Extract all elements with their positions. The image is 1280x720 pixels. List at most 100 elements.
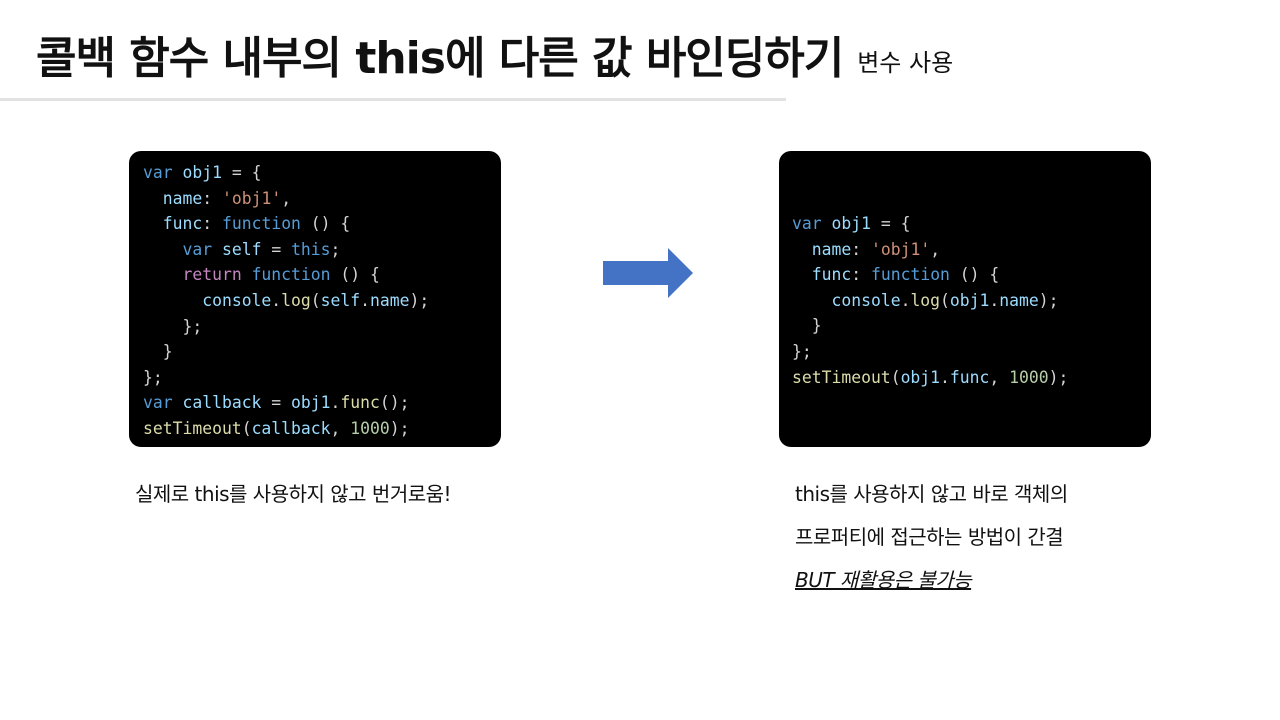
code-line: console.log(self.name); — [143, 291, 429, 310]
slide-title: 콜백 함수 내부의 this에 다른 값 바인딩하기 변수 사용 — [36, 22, 953, 86]
code-token: name — [162, 188, 203, 208]
code-line: } — [143, 342, 173, 361]
code-token: function — [221, 214, 301, 234]
code-token: function — [251, 265, 331, 285]
code-token: = { — [221, 163, 262, 182]
code-token: ); — [389, 418, 410, 438]
code-token: log — [281, 290, 311, 310]
code-token: obj1 — [182, 163, 222, 182]
code-token: . — [271, 290, 282, 310]
title-underline — [0, 98, 786, 101]
code-token — [792, 240, 812, 259]
code-token: self — [221, 239, 262, 259]
code-token: () { — [300, 214, 351, 234]
right-arrow-icon — [603, 248, 693, 298]
code-token: : — [851, 239, 871, 259]
code-token: self — [320, 290, 361, 310]
code-token: setTimeout — [792, 367, 891, 387]
code-token: return — [182, 265, 252, 285]
code-token: = — [261, 393, 292, 413]
code-line: name: 'obj1', — [792, 240, 940, 259]
code-token: }; — [792, 341, 812, 361]
code-line: var obj1 = { — [792, 214, 910, 233]
code-token: var — [143, 163, 183, 182]
code-token: func — [162, 214, 203, 234]
code-line: console.log(obj1.name); — [792, 290, 1058, 310]
code-token: ); — [1048, 367, 1069, 387]
code-line: return function () { — [143, 265, 380, 285]
right-caption-line-2: 프로퍼티에 접근하는 방법이 간결 — [795, 525, 1064, 549]
code-token: . — [940, 367, 950, 387]
code-token: var — [792, 214, 832, 233]
code-token: } — [792, 316, 822, 336]
code-line: setTimeout(callback, 1000); — [143, 419, 410, 438]
code-token: : — [851, 265, 871, 285]
code-token: obj1 — [291, 393, 331, 413]
code-token: , — [281, 188, 292, 208]
code-token — [143, 240, 182, 259]
code-line: }; — [143, 368, 163, 387]
code-token: callback — [251, 418, 331, 438]
title-subtitle: 변수 사용 — [857, 49, 954, 77]
code-token — [143, 291, 202, 310]
right-caption-emphasis: BUT 재활용은 불가능 — [795, 568, 972, 592]
code-block-self-variable: var obj1 = { name: 'obj1', func: functio… — [129, 151, 501, 447]
code-token: (); — [379, 393, 410, 413]
code-token: ( — [940, 290, 950, 310]
code-token — [143, 189, 163, 208]
code-token: 1000 — [1009, 367, 1049, 387]
code-token: this — [291, 239, 331, 259]
code-token — [792, 291, 831, 310]
code-line: func: function () { — [143, 214, 351, 234]
code-token: obj1 — [831, 214, 871, 233]
code-token: 'obj1' — [870, 239, 931, 259]
code-token: name — [370, 290, 410, 310]
code-line: }; — [792, 342, 812, 361]
code-token: : — [202, 214, 222, 234]
code-token — [792, 265, 812, 284]
code-token: name — [811, 239, 852, 259]
code-token: function — [870, 265, 950, 285]
code-token: () { — [949, 265, 1000, 285]
code-token: . — [900, 290, 911, 310]
code-token: , — [330, 418, 351, 438]
code-token: console — [202, 290, 272, 310]
code-block-direct-reference: var obj1 = { name: 'obj1', func: functio… — [779, 151, 1151, 447]
code-line: name: 'obj1', — [143, 189, 291, 208]
code-token: name — [999, 290, 1039, 310]
code-token: 'obj1' — [221, 188, 282, 208]
code-token: . — [989, 290, 1000, 310]
code-token: () { — [330, 265, 380, 285]
code-token: ( — [890, 367, 901, 387]
code-token: ); — [409, 290, 430, 310]
code-token: ; — [330, 239, 341, 259]
code-token: func — [949, 367, 990, 387]
code-token: callback — [182, 393, 262, 413]
code-token: . — [360, 290, 371, 310]
code-line: }; — [143, 317, 202, 336]
title-main: 콜백 함수 내부의 this에 다른 값 바인딩하기 — [36, 33, 844, 84]
code-token: obj1 — [900, 367, 941, 387]
code-token: func — [811, 265, 852, 285]
code-token: ( — [241, 418, 252, 438]
code-line: } — [792, 316, 822, 335]
code-line: setTimeout(obj1.func, 1000); — [792, 368, 1068, 387]
code-token: ( — [310, 290, 321, 310]
code-token — [143, 214, 163, 233]
code-token: . — [330, 393, 341, 413]
code-token: var — [182, 239, 222, 259]
code-line: var callback = obj1.func(); — [143, 393, 410, 412]
code-token: setTimeout — [143, 418, 242, 438]
code-token: } — [143, 342, 173, 362]
code-token: var — [143, 393, 183, 413]
code-line: var obj1 = { — [143, 163, 261, 182]
code-token: , — [989, 367, 1010, 387]
code-token — [143, 265, 182, 284]
code-token: : — [202, 188, 222, 208]
code-token: obj1 — [949, 290, 990, 310]
code-listing: var obj1 = { name: 'obj1', func: functio… — [792, 211, 1151, 390]
code-token: }; — [143, 316, 203, 336]
code-line: var self = this; — [143, 240, 340, 259]
code-token: func — [340, 393, 380, 413]
code-token: console — [831, 290, 901, 310]
